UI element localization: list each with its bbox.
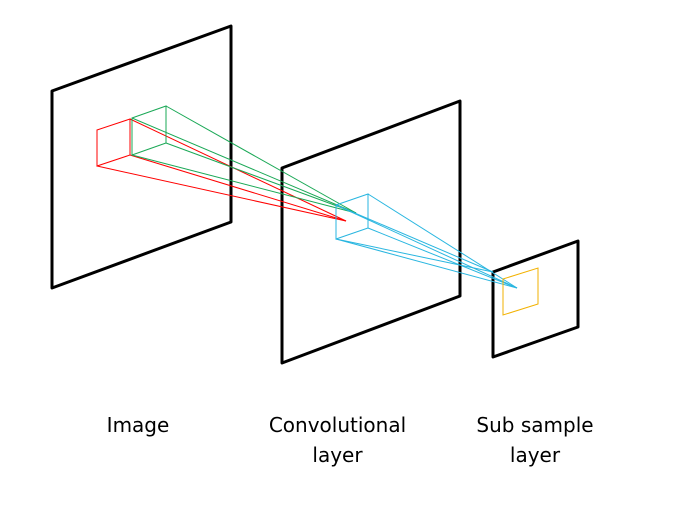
- subsample-label-line1: Sub sample: [476, 413, 594, 437]
- convolutional-label-line2: layer: [312, 443, 363, 467]
- cyan-receptive-field: [335, 193, 518, 289]
- subsample-cell: [502, 267, 539, 316]
- image-label: Image: [88, 410, 188, 440]
- convolutional-plane: [280, 99, 462, 365]
- green-receptive-field: [131, 105, 357, 214]
- subsample-label-line2: layer: [509, 443, 561, 467]
- convolutional-label-line1: Convolutional: [268, 413, 407, 437]
- subsample-layer-label: Sub sample layer: [455, 410, 615, 470]
- subsample-plane: [491, 239, 580, 359]
- image-label-text: Image: [106, 413, 170, 437]
- convolutional-layer-label: Convolutional layer: [250, 410, 425, 470]
- red-receptive-field: [96, 118, 347, 222]
- image-plane: [50, 24, 233, 290]
